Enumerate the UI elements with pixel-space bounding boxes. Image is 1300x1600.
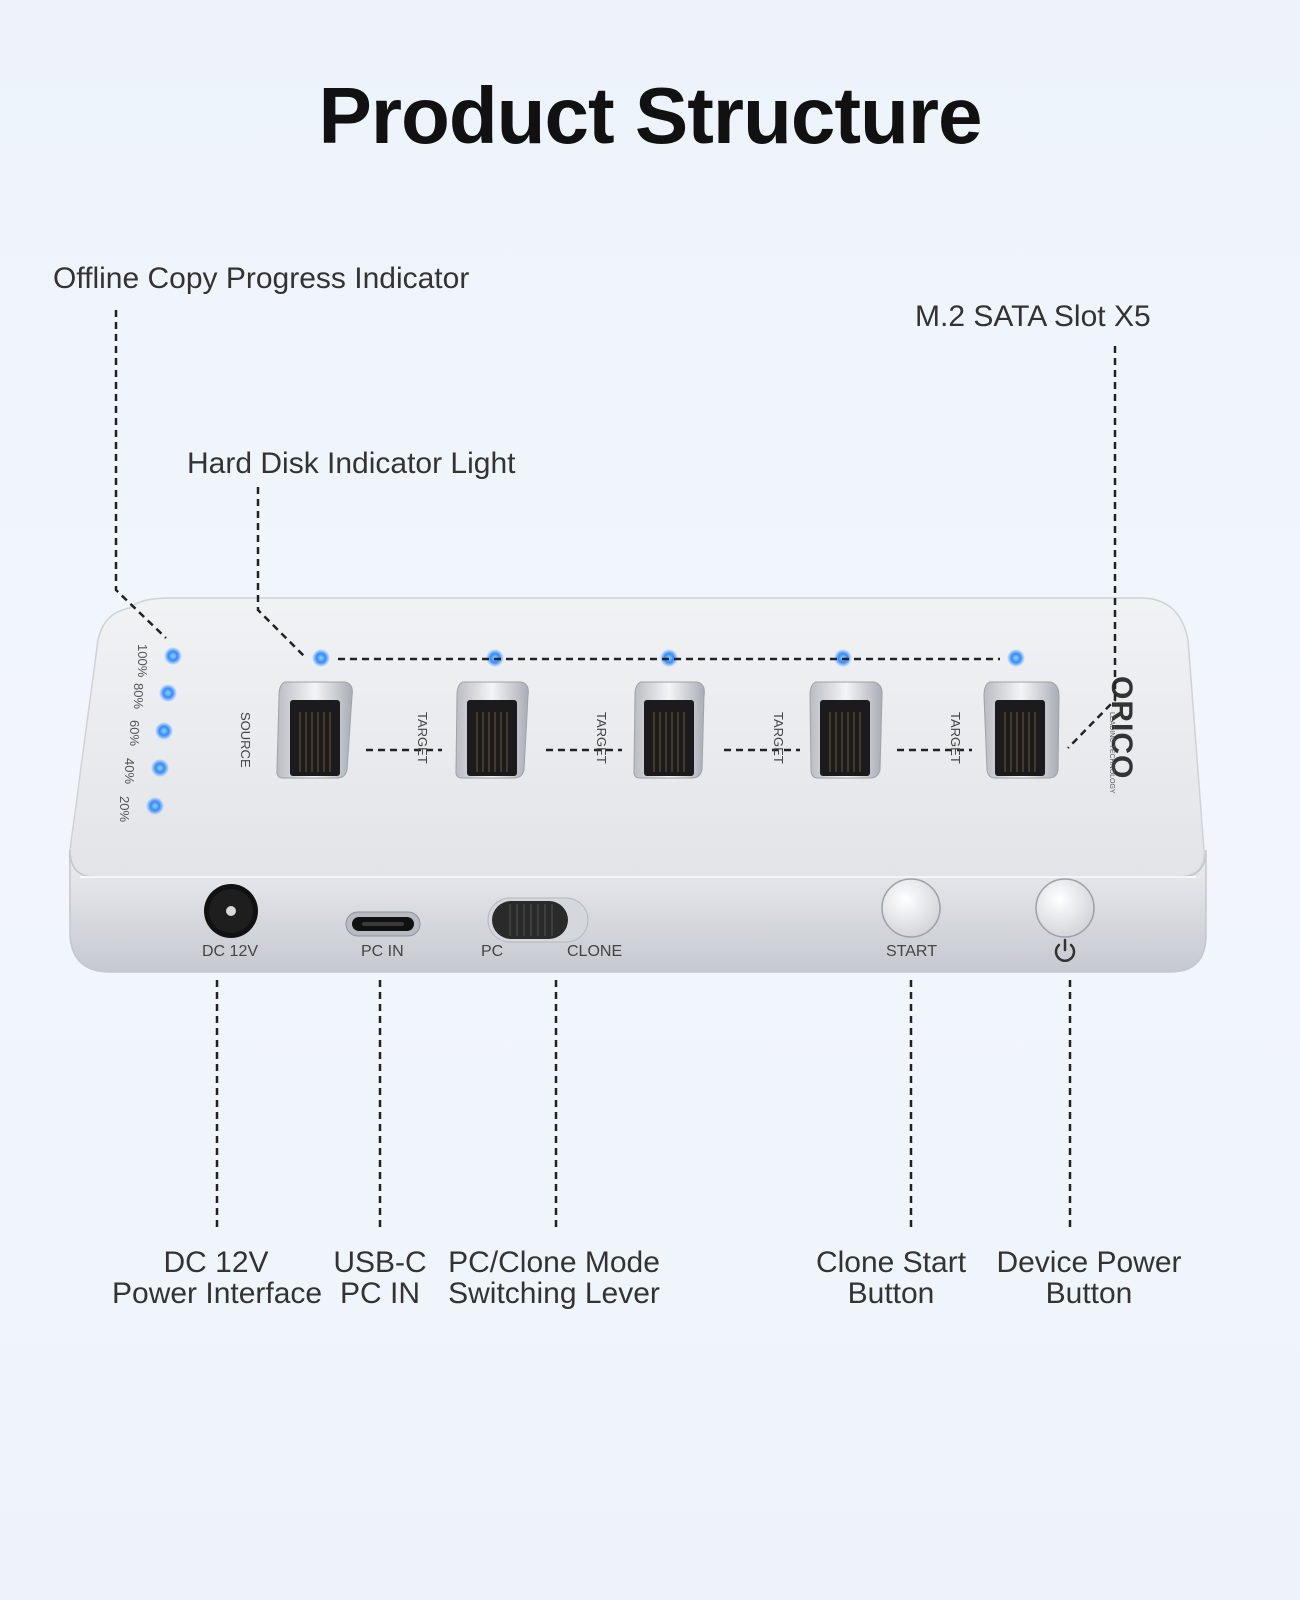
sata-slots [276,681,1060,779]
label-dc-line1: DC 12V [163,1246,269,1279]
port-label-dc: DC 12V [202,943,258,960]
leader-progress [114,310,167,639]
progress-label-20: 20% [117,796,132,822]
slot-source [276,681,353,779]
progress-label-80: 80% [131,683,146,709]
mode-switch-lever [487,897,589,943]
label-usbc-line1: USB-C [333,1246,427,1279]
slot-label-target-4: TARGET [948,712,963,764]
slot-target-1 [455,681,529,779]
label-usbc-line2: PC IN [339,1277,420,1310]
slot-label-target-1: TARGET [415,712,430,764]
disk-led-5 [1007,649,1025,667]
brand-logo: ORICO LEADING TECHNOLOGY [1105,676,1138,794]
page-title: Product Structure [318,71,982,160]
callout-progress-indicator: Offline Copy Progress Indicator [53,262,470,295]
progress-leds [146,647,182,815]
label-power-line2: Button [1045,1277,1133,1310]
progress-led-20 [146,797,164,815]
progress-led-100 [164,647,182,665]
label-mode-line1: PC/Clone Mode [448,1246,660,1279]
progress-label-60: 60% [127,720,142,746]
slot-label-target-2: TARGET [594,712,609,764]
start-button [881,878,941,938]
slot-target-3 [809,681,883,779]
label-mode-line2: Switching Lever [448,1277,660,1310]
dc-jack [204,884,258,938]
label-usbc: USB-C PC IN [330,1247,430,1309]
power-button [1035,878,1095,938]
port-label-pc: PC [481,943,503,960]
usb-c-port [345,911,421,937]
brand-tagline: LEADING TECHNOLOGY [1108,712,1115,794]
callout-disk-light: Hard Disk Indicator Light [187,447,516,480]
slot-label-target-3: TARGET [771,712,786,764]
power-icon [1054,938,1076,962]
callout-sata-slots: M.2 SATA Slot X5 [915,300,1151,333]
port-label-start: START [886,943,937,960]
leader-disk-light [256,487,306,658]
label-clone-start: Clone Start Button [812,1247,970,1309]
progress-led-60 [155,722,173,740]
port-label-pc-in: PC IN [361,943,404,960]
label-start-line1: Clone Start [815,1246,967,1279]
slot-target-2 [633,681,705,779]
label-start-line2: Button [847,1277,935,1310]
disk-led-1 [312,649,330,667]
label-power-line1: Device Power [996,1246,1182,1279]
progress-led-40 [151,759,169,777]
slot-label-source: SOURCE [238,712,253,768]
leader-lines [114,310,1117,1232]
progress-label-100: 100% [135,644,150,678]
brand-name: ORICO [1105,676,1138,779]
leader-sata [1067,346,1117,749]
progress-led-80 [159,684,177,702]
label-power-button: Device Power Button [996,1247,1182,1309]
port-label-clone: CLONE [567,943,622,960]
progress-label-40: 40% [122,758,137,784]
label-dc-power: DC 12V Power Interface [112,1246,323,1310]
label-mode-lever: PC/Clone Mode Switching Lever [446,1247,662,1309]
slot-target-4 [983,681,1060,779]
label-dc-line2: Power Interface [112,1277,323,1310]
